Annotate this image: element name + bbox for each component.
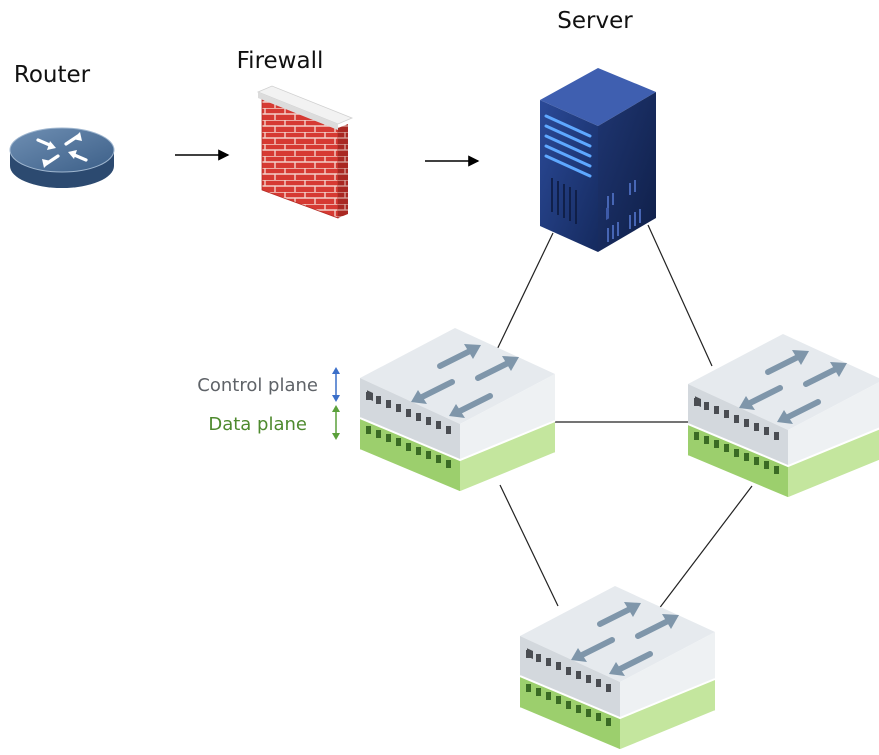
link-server-switch-right xyxy=(647,224,713,367)
router-label: Router xyxy=(14,62,91,88)
firewall-label: Firewall xyxy=(237,48,324,74)
data-plane-label: Data plane xyxy=(208,414,307,435)
link-switch-right-bottom xyxy=(654,485,753,615)
switch-links xyxy=(491,224,753,615)
link-server-switch-left xyxy=(491,232,554,361)
switch-bottom xyxy=(520,586,715,750)
control-plane-label: Control plane xyxy=(197,375,318,396)
server-label: Server xyxy=(557,8,633,34)
router-icon xyxy=(9,127,115,188)
switch-right xyxy=(688,334,879,498)
firewall-icon xyxy=(256,85,354,219)
control-plane-arrow-icon xyxy=(332,367,340,402)
switch-left xyxy=(360,328,555,492)
link-switch-left-bottom xyxy=(499,484,559,607)
server-icon xyxy=(540,68,656,252)
data-plane-arrow-icon xyxy=(332,405,340,440)
